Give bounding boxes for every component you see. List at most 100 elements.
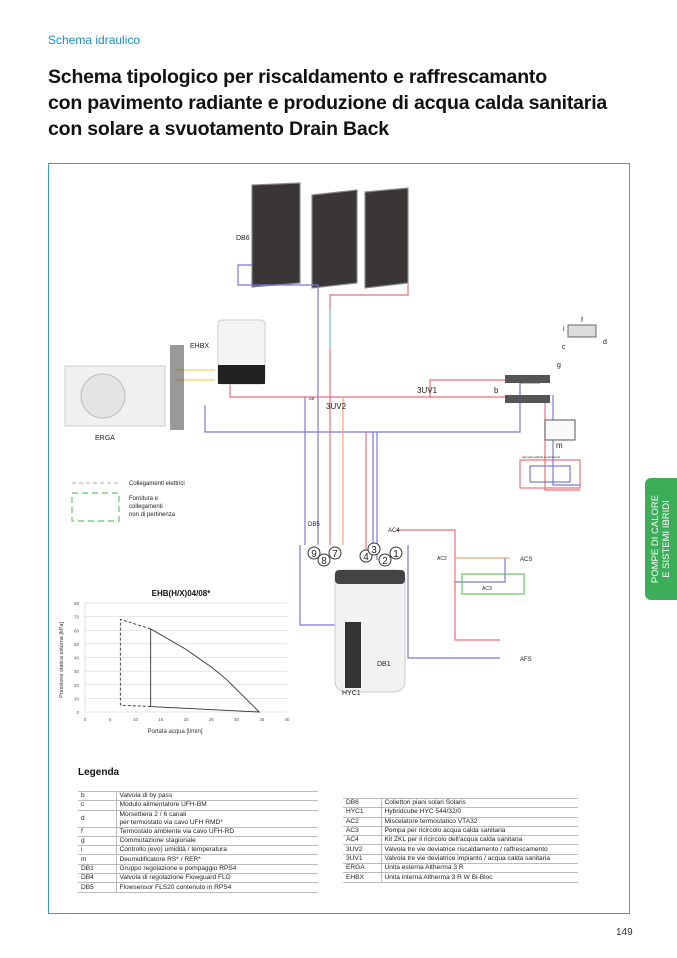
x-tick-label: 40 (284, 717, 290, 722)
legend-supply-line: Fornitura e (129, 496, 159, 502)
legend-desc-text: Modulo alimentatore UFH-BM (119, 801, 207, 809)
legend-code: DB6 (343, 798, 382, 809)
legend-desc-text: Valvola tre vie deviatrice riscaldamento… (384, 845, 548, 853)
title-line: con solare a svuotamento Drain Back (48, 118, 389, 140)
connection-number: 4 (363, 552, 369, 563)
legend-desc: Valvola tre vie deviatrice riscaldamento… (381, 844, 578, 855)
y-tick-label: 60 (74, 628, 80, 633)
legend-code: DB1 (78, 864, 117, 875)
solar-panel-icon (251, 182, 409, 289)
title-line: con pavimento radiante e produzione di a… (48, 92, 608, 114)
legend-code: HYC1 (343, 807, 382, 818)
legend-desc-text: Valvola tre vie deviatrice impianto / ac… (384, 854, 551, 862)
label-erga: ERGA (95, 435, 115, 442)
legend-desc: Deumidificatore RS* / RER* (116, 854, 318, 865)
x-tick-label: 25 (209, 717, 215, 722)
label-ehbx: EHBX (190, 343, 209, 350)
x-tick-label: 20 (183, 717, 189, 722)
legend-desc-text: Flowsensor FLS20 contenuto in RPS4 (119, 883, 232, 891)
legend-desc: Hybridcube HYC 544/32/0 (381, 807, 578, 818)
legend-desc-text: Hybridcube HYC 544/32/0 (384, 808, 462, 816)
legend-desc: Miscelatore termostatico VTA32 (381, 817, 578, 827)
legend-desc: Unita esterna Altherma 3 R (381, 863, 578, 874)
legend-code: EHBX (343, 872, 382, 883)
legend-code: b (78, 791, 117, 802)
legend-desc: Modulo alimentatore UFH-BM (116, 800, 318, 811)
legend-desc-text: Valvola di regolazione Flowguard FLG (119, 874, 231, 882)
legend-desc: Unita interna Altherma 3 R W Bi-Bloc (381, 872, 578, 883)
legend-code: DB4 (78, 873, 117, 884)
label-ac2: AC2 (437, 556, 447, 562)
page-title: Schema tipologico per riscaldamento e ra… (48, 64, 607, 142)
connection-number: 1 (393, 549, 399, 560)
label-i: i (563, 326, 565, 333)
y-tick-label: 70 (74, 615, 80, 620)
legend-code: d (78, 810, 117, 828)
legend-desc-text: Pompa per ricircolo acqua calda sanitari… (384, 827, 506, 835)
legend-code: g (78, 836, 117, 847)
legend-desc-text: Unita esterna Altherma 3 R (384, 864, 464, 872)
label-ac3: AC3 (482, 586, 492, 592)
legend-desc-text: Gruppo regolazione e pompaggio RPS4 (119, 864, 237, 872)
x-tick-label: 0 (84, 717, 87, 722)
legend-code: ERGA (343, 863, 382, 874)
legend-code: AC4 (343, 835, 382, 846)
legend-code: c (78, 800, 117, 811)
label-hyc1: HYC1 (342, 690, 361, 697)
legend-title: Legenda (78, 767, 120, 778)
page-number: 149 (616, 927, 633, 938)
wall-icon (170, 345, 184, 430)
legend-desc-text: Miscelatore termostatico VTA32 (384, 817, 478, 825)
y-tick-label: 20 (74, 683, 80, 688)
dehumidifier-icon (544, 419, 576, 441)
legend-desc-text: Unita interna Altherma 3 R W Bi-Bloc (384, 873, 493, 881)
label-ac4: AC4 (388, 528, 400, 534)
x-tick-label: 35 (259, 717, 265, 722)
legend-desc-text: Controllo (evo) umidità / temperatura (119, 846, 227, 854)
y-tick-label: 40 (74, 656, 80, 661)
legend-code: 3UV1 (343, 854, 382, 865)
legend-desc-text: per termostato via cavo UFH RMD* (119, 818, 223, 826)
legend-desc-text: Termostato ambiente via cavo UFH-RD (119, 827, 235, 835)
legend-supply-line: non di pertinenza (129, 512, 176, 518)
label-floor-panel: pannelli radianti a pavimento (522, 455, 561, 459)
legend-code: AC2 (343, 817, 382, 827)
chart-xlabel: Portata acqua [l/min] (147, 729, 202, 735)
y-tick-label: 0 (76, 710, 79, 715)
legend-desc: Valvola di regolazione Flowguard FLG (116, 873, 318, 884)
thermostat-icon (567, 324, 597, 338)
legend-supply-line: collegamenti (129, 504, 163, 510)
label-c: c (562, 344, 566, 351)
x-tick-label: 30 (234, 717, 240, 722)
label-db5: DB5 (308, 522, 320, 528)
section-label: Schema idraulico (48, 33, 141, 47)
legend-desc: Kit ZKL per il ricircolo dell'acqua cald… (381, 835, 578, 846)
x-tick-label: 5 (109, 717, 112, 722)
legend-desc: Valvola di by pass (116, 791, 318, 802)
label-b: b (494, 386, 499, 395)
y-tick-label: 30 (74, 669, 80, 674)
connection-circle (367, 542, 381, 556)
label-3uv1: 3UV1 (417, 386, 438, 395)
diagram-frame (48, 163, 630, 914)
y-tick-label: 80 (74, 601, 80, 606)
label-3uv2: 3UV2 (326, 402, 347, 411)
title-line: Schema tipologico per riscaldamento e ra… (48, 66, 547, 88)
y-tick-label: 10 (74, 696, 80, 701)
